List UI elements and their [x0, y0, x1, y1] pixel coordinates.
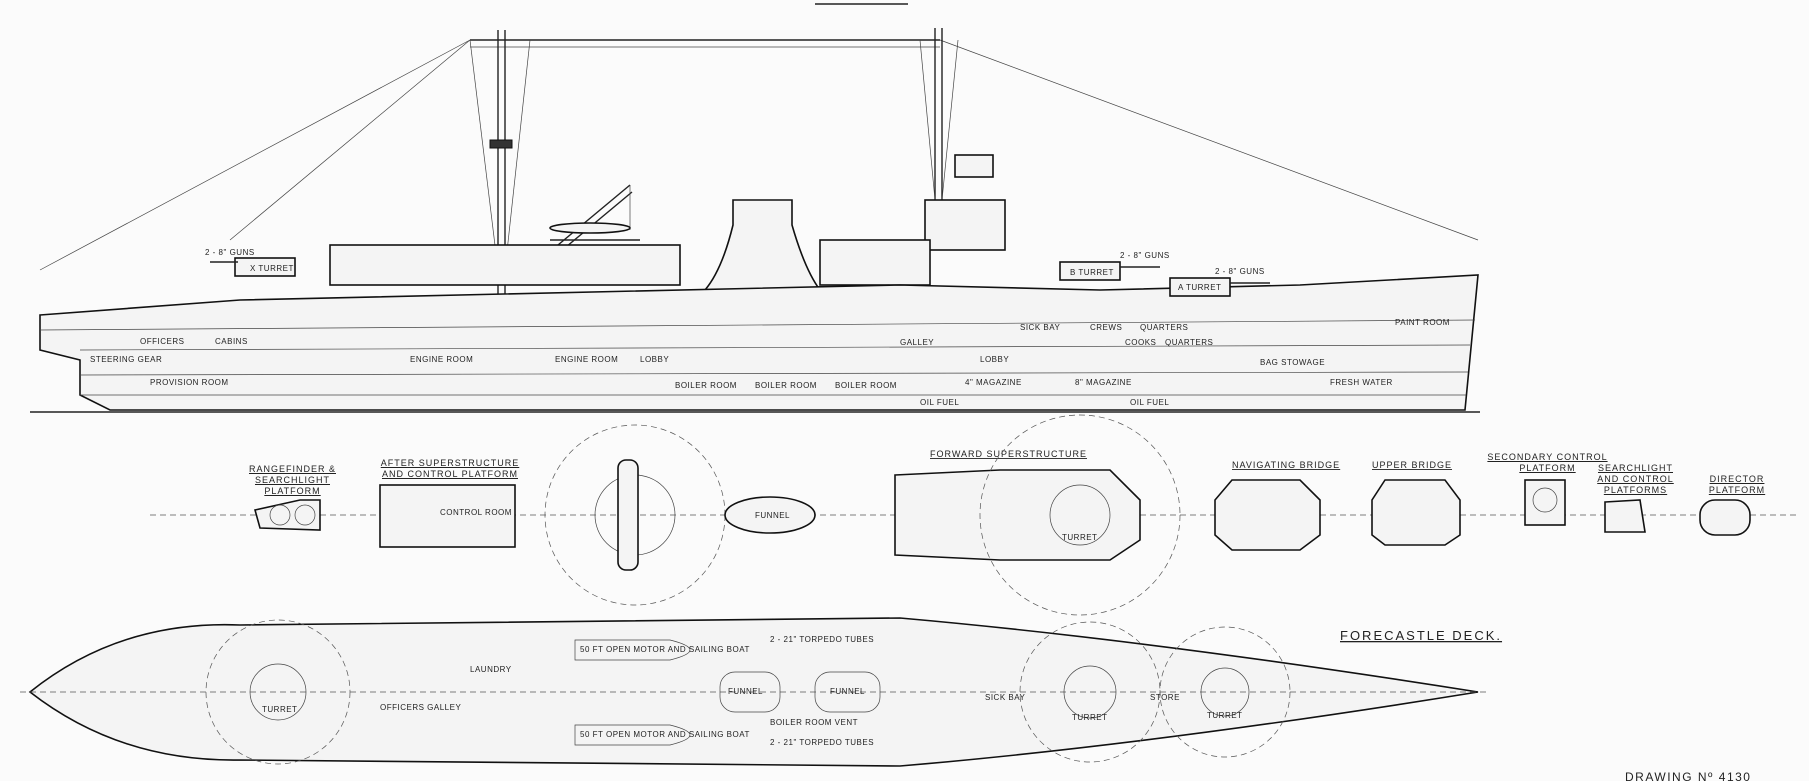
seaplane [549, 222, 640, 241]
svg-text:CABINS: CABINS [215, 337, 248, 346]
forecastle-deck-title: FORECASTLE DECK. [1340, 628, 1502, 643]
turret-a-label: A TURRET [1178, 283, 1221, 292]
svg-text:QUARTERS: QUARTERS [1165, 338, 1213, 347]
profile-compartment-labels: OFFICERS CABINS ENGINE ROOM ENGINE ROOM … [90, 318, 1450, 407]
navigating-bridge-plan: NAVIGATING BRIDGE [1214, 460, 1340, 551]
funnel-plan: FUNNEL [544, 424, 816, 606]
svg-text:BOILER ROOM VENT: BOILER ROOM VENT [770, 718, 858, 727]
svg-text:OFFICERS: OFFICERS [140, 337, 184, 346]
svg-text:PAINT ROOM: PAINT ROOM [1395, 318, 1450, 327]
svg-text:LOBBY: LOBBY [980, 355, 1009, 364]
svg-text:SICK BAY: SICK BAY [1020, 323, 1060, 332]
forward-superstructure-plan: FORWARD SUPERSTRUCTURE TURRET [894, 414, 1181, 616]
profile-funnel [703, 199, 822, 291]
turret-a-profile: A TURRET 2 - 8" GUNS [1169, 267, 1270, 297]
svg-text:OIL FUEL: OIL FUEL [920, 398, 959, 407]
secondary-control-title: SECONDARY CONTROL PLATFORM [1487, 452, 1608, 473]
svg-text:BOILER ROOM: BOILER ROOM [755, 381, 817, 390]
svg-text:PROVISION ROOM: PROVISION ROOM [150, 378, 229, 387]
upper-bridge-plan: UPPER BRIDGE [1371, 460, 1461, 546]
svg-text:COOKS: COOKS [1125, 338, 1156, 347]
turret-x-profile: X TURRET 2 - 8" GUNS [205, 248, 296, 277]
svg-text:TURRET: TURRET [1207, 711, 1242, 720]
director-platform-title: DIRECTOR PLATFORM [1708, 474, 1766, 495]
guns-label: 2 - 8" GUNS [1120, 251, 1170, 260]
bridge-superstructure [819, 239, 931, 286]
after-superstructure-platform: CONTROL ROOM [379, 484, 516, 548]
rangefinder-platform [254, 499, 321, 531]
svg-text:UPPER BRIDGE: UPPER BRIDGE [1372, 460, 1452, 470]
svg-text:NAVIGATING BRIDGE: NAVIGATING BRIDGE [1232, 460, 1340, 470]
svg-text:CREWS: CREWS [1090, 323, 1122, 332]
rangefinder-platform-title: RANGEFINDER & SEARCHLIGHT PLATFORM [248, 464, 336, 496]
svg-text:STEERING GEAR: STEERING GEAR [90, 355, 162, 364]
svg-text:2 - 21" TORPEDO TUBES: 2 - 21" TORPEDO TUBES [770, 738, 874, 747]
svg-text:FUNNEL: FUNNEL [755, 511, 790, 520]
guns-label: 2 - 8" GUNS [1215, 267, 1265, 276]
svg-text:QUARTERS: QUARTERS [1140, 323, 1188, 332]
hull-profile [39, 274, 1479, 411]
svg-text:TURRET: TURRET [1072, 713, 1107, 722]
searchlight-control-title: SEARCHLIGHT AND CONTROL PLATFORMS [1597, 463, 1674, 495]
after-superstructure [329, 244, 681, 286]
svg-text:50 FT OPEN MOTOR AND SAILING B: 50 FT OPEN MOTOR AND SAILING BOAT [580, 645, 750, 654]
svg-text:FUNNEL: FUNNEL [728, 687, 763, 696]
svg-text:4" MAGAZINE: 4" MAGAZINE [965, 378, 1022, 387]
svg-text:OIL FUEL: OIL FUEL [1130, 398, 1169, 407]
drawing-number: DRAWING Nº 4130 [1625, 770, 1751, 781]
svg-text:CONTROL ROOM: CONTROL ROOM [440, 508, 512, 517]
svg-text:BOILER ROOM: BOILER ROOM [835, 381, 897, 390]
svg-text:GALLEY: GALLEY [900, 338, 934, 347]
svg-text:2 - 21" TORPEDO TUBES: 2 - 21" TORPEDO TUBES [770, 635, 874, 644]
svg-text:ENGINE ROOM: ENGINE ROOM [410, 355, 473, 364]
forecastle-deck-plan: FORECASTLE DECK. TURRET TURRET TURRET SI… [20, 617, 1502, 767]
rigging [39, 39, 1479, 271]
svg-text:BAG STOWAGE: BAG STOWAGE [1260, 358, 1325, 367]
svg-text:STORE: STORE [1150, 693, 1180, 702]
svg-text:FORWARD SUPERSTRUCTURE: FORWARD SUPERSTRUCTURE [930, 449, 1087, 459]
director-platform-plan [1699, 499, 1751, 536]
turret-x-label: X TURRET [250, 264, 294, 273]
guns-label: 2 - 8" GUNS [205, 248, 255, 257]
after-superstructure-title: AFTER SUPERSTRUCTURE AND CONTROL PLATFOR… [380, 458, 520, 479]
svg-text:SICK BAY: SICK BAY [985, 693, 1025, 702]
svg-text:8" MAGAZINE: 8" MAGAZINE [1075, 378, 1132, 387]
svg-text:50 FT OPEN MOTOR AND SAILING B: 50 FT OPEN MOTOR AND SAILING BOAT [580, 730, 750, 739]
searchlight-control-plan [1604, 499, 1646, 533]
svg-text:LOBBY: LOBBY [640, 355, 669, 364]
foremast [919, 28, 1006, 251]
svg-text:BOILER ROOM: BOILER ROOM [675, 381, 737, 390]
svg-text:OFFICERS GALLEY: OFFICERS GALLEY [380, 703, 461, 712]
svg-text:FUNNEL: FUNNEL [830, 687, 865, 696]
secondary-control-plan [1524, 479, 1566, 526]
svg-text:ENGINE ROOM: ENGINE ROOM [555, 355, 618, 364]
svg-text:FRESH WATER: FRESH WATER [1330, 378, 1393, 387]
turret-b-profile: B TURRET 2 - 8" GUNS [1059, 251, 1170, 281]
svg-text:TURRET: TURRET [1062, 533, 1097, 542]
svg-text:LAUNDRY: LAUNDRY [470, 665, 512, 674]
turret-b-label: B TURRET [1070, 268, 1114, 277]
svg-text:TURRET: TURRET [262, 705, 297, 714]
